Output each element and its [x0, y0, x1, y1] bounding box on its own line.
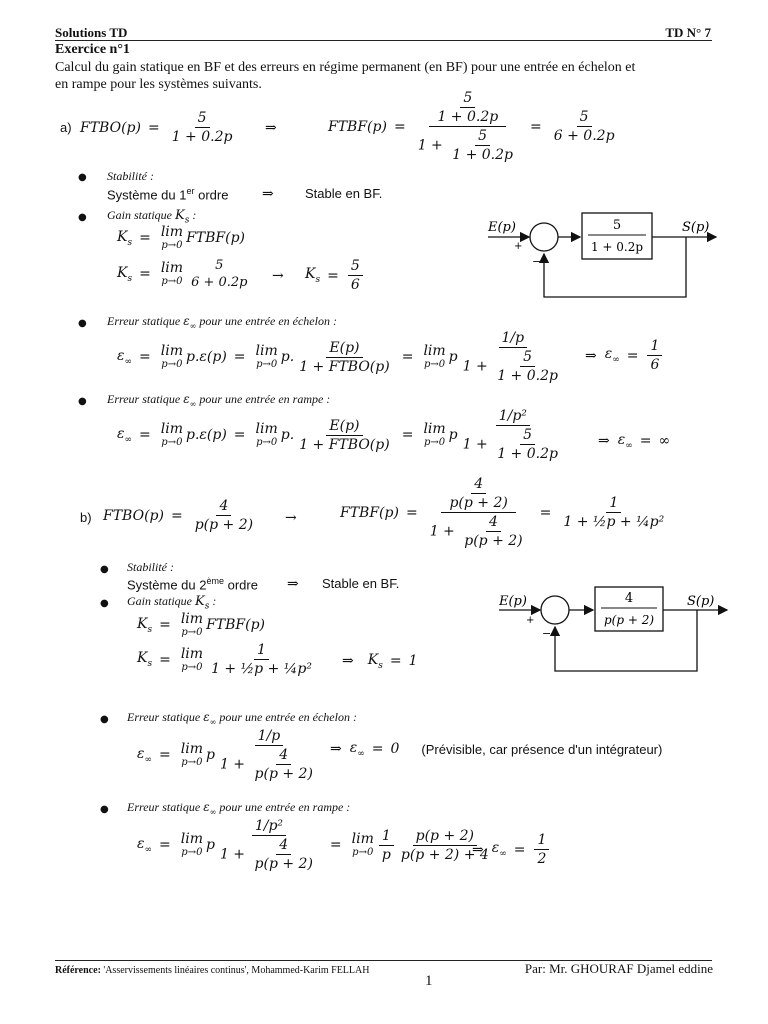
- b-step-note: (Prévisible, car présence d'un intégrate…: [421, 741, 663, 757]
- a-summing-junction: [529, 222, 559, 252]
- exercise-statement-line1: Calcul du gain statique en BF et des err…: [55, 60, 636, 75]
- header-right: TD N° 7: [665, 25, 711, 40]
- a-stability-result: Stable en BF.: [305, 186, 383, 201]
- b-block-diagram: E(p) + − 4 p(p + 2) S(p): [497, 583, 731, 688]
- b-minus-sign: −: [542, 627, 551, 640]
- a-block-num: 5: [613, 218, 621, 233]
- b-gain-title: Gain statique Ks :: [127, 594, 217, 612]
- bullet: ●: [78, 396, 87, 407]
- a-minus-sign: −: [532, 255, 541, 268]
- a-ramp-title: Erreur statique ε∞ pour une entrée en ra…: [107, 392, 331, 409]
- footer-rule: [55, 960, 712, 961]
- b-feedback-path: [549, 610, 698, 672]
- a-block-den: 1 + 0.2p: [591, 240, 643, 254]
- exercise-statement-line2: en rampe pour les systèmes suivants.: [55, 77, 262, 92]
- a-stability-title: Stabilité :: [107, 169, 154, 183]
- b-input-label: E(p): [498, 594, 527, 609]
- a-feedback-path: [538, 237, 687, 298]
- b-block-den: p(p + 2): [604, 613, 654, 627]
- bullet: ●: [100, 564, 109, 575]
- a-step-title: Erreur statique ε∞ pour une entrée en éc…: [107, 314, 337, 331]
- a-transfer-block: [581, 212, 653, 260]
- b-step-title: Erreur statique ε∞ pour une entrée en éc…: [127, 710, 357, 727]
- bullet: ●: [78, 318, 87, 329]
- b-block-svg: E(p) + − 4 p(p + 2) S(p): [498, 586, 729, 672]
- b-step-result: ⇒ε∞=0 (Prévisible, car présence d'un int…: [330, 740, 663, 759]
- b-output-label: S(p): [687, 594, 714, 609]
- exercise-title: Exercice n°1: [55, 42, 130, 57]
- b-stability-text: Système du 2ème ordre: [127, 576, 258, 593]
- bullet: ●: [100, 598, 109, 609]
- page-number: 1: [425, 973, 433, 989]
- a-plus-sign: +: [514, 241, 522, 252]
- implies-arrow: ⇒: [262, 186, 274, 202]
- implies-arrow: ⇒: [287, 576, 299, 592]
- bullet: ●: [78, 172, 87, 183]
- part-b-label: b): [80, 510, 92, 525]
- bullet: ●: [100, 804, 109, 815]
- part-a-label: a): [60, 120, 72, 135]
- bullet: ●: [78, 212, 87, 223]
- b-stability-title: Stabilité :: [127, 560, 174, 574]
- implies-arrow: →: [285, 510, 297, 526]
- b-block-num: 4: [625, 591, 633, 606]
- a-ramp-result: ⇒ε∞=∞: [598, 432, 671, 451]
- header-rule: [55, 40, 712, 41]
- b-plus-sign: +: [526, 615, 534, 626]
- implies-arrow: ⇒: [265, 120, 277, 136]
- header-left: Solutions TD: [55, 25, 128, 40]
- b-gain-result: ⇒Ks=1: [342, 652, 418, 671]
- implies-arrow: →: [272, 268, 284, 284]
- a-gain-title: Gain statique Ks :: [107, 208, 197, 226]
- a-block-svg: E(p) + − 5 1 + 0.2p S(p): [487, 212, 718, 298]
- b-stability-result: Stable en BF.: [322, 576, 400, 591]
- a-stability-text: Système du 1er ordre: [107, 186, 229, 203]
- b-ramp-title: Erreur statique ε∞ pour une entrée en ra…: [127, 800, 351, 817]
- b-transfer-block: [594, 586, 664, 632]
- a-block-diagram: E(p) + − 5 1 + 0.2p S(p): [486, 205, 722, 310]
- footer-reference: Référence: 'Asservissements linéaires co…: [55, 965, 370, 976]
- a-output-label: S(p): [682, 220, 709, 235]
- footer-author: Par: Mr. GHOURAF Djamel eddine: [524, 961, 713, 976]
- b-summing-junction: [540, 595, 570, 625]
- bullet: ●: [100, 714, 109, 725]
- a-input-label: E(p): [487, 220, 516, 235]
